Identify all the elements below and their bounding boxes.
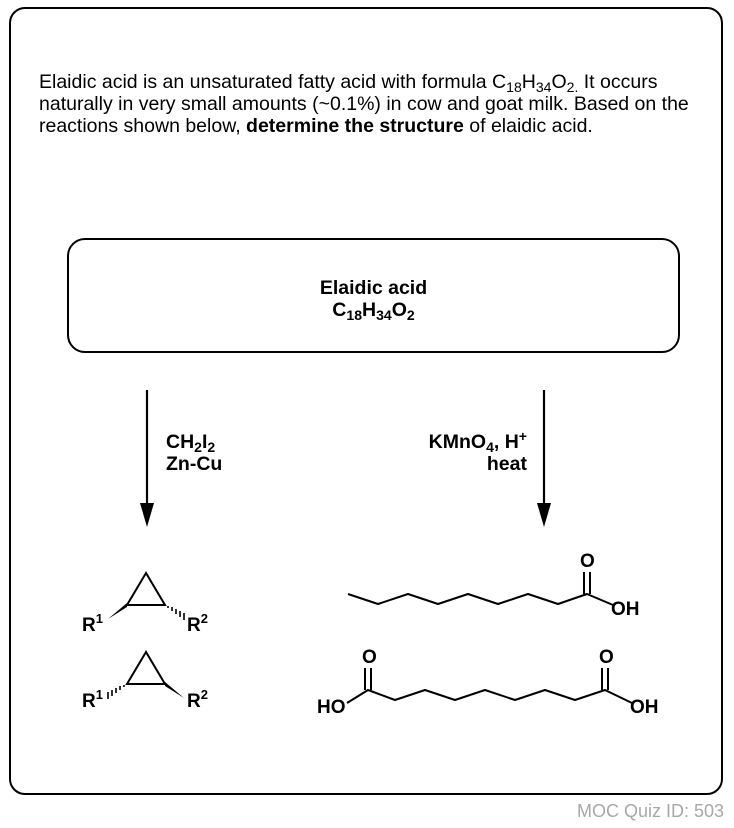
left-reaction-arrow	[140, 390, 154, 527]
r1-label-1: R1	[82, 611, 103, 636]
nonanoic-carbonyl-o: O	[580, 551, 595, 572]
cyclopropanation-reagents: CH2I2 Zn-Cu	[166, 431, 223, 475]
azelaic-carbonyl-o-right: O	[599, 647, 614, 668]
right-reaction-arrow	[537, 390, 551, 527]
quiz-id-label: MOC Quiz ID: 503	[576, 801, 724, 821]
r2-label-1: R2	[187, 611, 208, 636]
question-text: Elaidic acid is an unsaturated fatty aci…	[39, 71, 689, 137]
oxidation-reagents: KMnO4, H+ heat	[428, 427, 527, 475]
azelaic-acid-structure	[346, 668, 633, 704]
nonanoic-hydroxyl: OH	[611, 599, 640, 620]
reactant-formula: C18H34O2	[332, 299, 415, 324]
reactant-box: Elaidic acid C18H34O2	[67, 238, 680, 353]
nonanoic-acid-structure	[347, 572, 614, 606]
azelaic-carbonyl-o-left: O	[362, 647, 377, 668]
cyclopropane-product-1	[108, 571, 185, 620]
azelaic-hydroxyl-left: HO	[317, 697, 346, 718]
r1-label-2: R1	[82, 687, 103, 712]
reactant-name: Elaidic acid	[319, 277, 428, 299]
r2-label-2: R2	[187, 687, 208, 712]
azelaic-hydroxyl-right: OH	[630, 697, 659, 718]
cyclopropane-product-2	[107, 650, 184, 699]
question-card	[9, 7, 723, 795]
r-group-labels: R1 R2 R1 R2	[82, 611, 208, 712]
question-emphasis: determine the structure	[246, 115, 464, 137]
